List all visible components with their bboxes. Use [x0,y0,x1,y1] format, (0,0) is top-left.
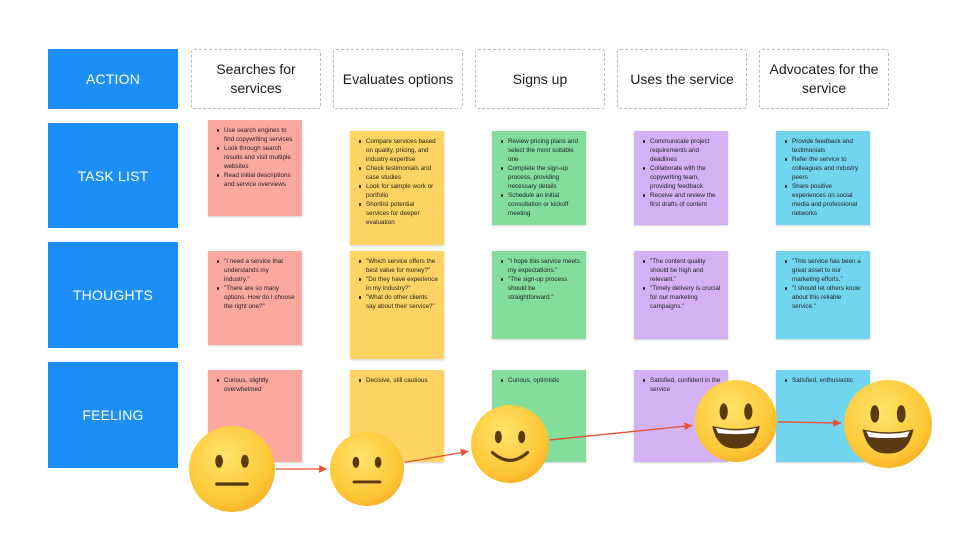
list-item: Look for sample work or portfolio [356,182,438,200]
list-item: Share positive experiences on social med… [782,182,864,218]
list-item: "Do they have experience in my industry?… [356,275,438,293]
thought-note-evaluates: "Which service offers the best value for… [350,251,444,359]
feeling-note-uses: Satisfied, confident in the service [634,370,728,462]
list-item: Collaborate with the copywriting team, p… [640,164,722,191]
feeling-note-signs-up: Curious, optimistic [492,370,586,462]
list-item: "Timely delivery is crucial for our mark… [640,284,722,311]
list-item: "What do other clients say about their s… [356,293,438,311]
list-item: "I should let others know about this rel… [782,284,864,311]
list-item: Look through search results and visit mu… [214,144,296,171]
feeling-note-evaluates: Decisive, still cautious [350,370,444,462]
list-item: "Which service offers the best value for… [356,257,438,275]
list-item: Schedule an initial consultation or kick… [498,191,580,218]
list-item: Communicate project requirements and dea… [640,137,722,164]
list-item: "There are so many options. How do I cho… [214,284,296,311]
stage-uses: Uses the service [617,49,747,109]
thought-note-signs-up: "I hope this service meets my expectatio… [492,251,586,339]
list-item: Review pricing plans and select the most… [498,137,580,164]
stage-evaluates: Evaluates options [333,49,463,109]
list-item: Curious, slightly overwhelmed [214,376,296,394]
row-label-feeling: FEELING [48,362,178,468]
task-note-searches: Use search engines to find copywriting s… [208,120,302,216]
thought-note-searches: "I need a service that understands my in… [208,251,302,345]
list-item: "The content quality should be high and … [640,257,722,284]
list-item: Satisfied, confident in the service [640,376,722,394]
thought-note-advocates: "This service has been a great asset to … [776,251,870,339]
list-item: Decisive, still cautious [356,376,438,385]
list-item: Refer the service to colleagues and indu… [782,155,864,182]
list-item: Satisfied, enthusiastic [782,376,864,385]
stage-signs-up: Signs up [475,49,605,109]
list-item: Use search engines to find copywriting s… [214,126,296,144]
list-item: "This service has been a great asset to … [782,257,864,284]
list-item: Read initial descriptions and service ov… [214,171,296,189]
list-item: Check testimonials and case studies [356,164,438,182]
list-item: Complete the sign-up process, providing … [498,164,580,191]
list-item: "The sign-up process should be straightf… [498,275,580,302]
list-item: "I need a service that understands my in… [214,257,296,284]
list-item: Compare services based on quality, prici… [356,137,438,164]
task-note-signs-up: Review pricing plans and select the most… [492,131,586,225]
list-item: "I hope this service meets my expectatio… [498,257,580,275]
list-item: Receive and review the first drafts of c… [640,191,722,209]
thought-note-uses: "The content quality should be high and … [634,251,728,339]
feeling-note-advocates: Satisfied, enthusiastic [776,370,870,462]
stage-searches: Searches for services [191,49,321,109]
row-label-task-list: TASK LIST [48,123,178,228]
task-note-uses: Communicate project requirements and dea… [634,131,728,225]
feeling-note-searches: Curious, slightly overwhelmed [208,370,302,462]
list-item: Provide feedback and testimonials [782,137,864,155]
stage-advocates: Advocates for the service [759,49,889,109]
list-item: Curious, optimistic [498,376,580,385]
task-note-advocates: Provide feedback and testimonials Refer … [776,131,870,225]
list-item: Shortlist potential services for deeper … [356,200,438,227]
row-label-action: ACTION [48,49,178,109]
row-label-thoughts: THOUGHTS [48,242,178,348]
task-note-evaluates: Compare services based on quality, prici… [350,131,444,245]
